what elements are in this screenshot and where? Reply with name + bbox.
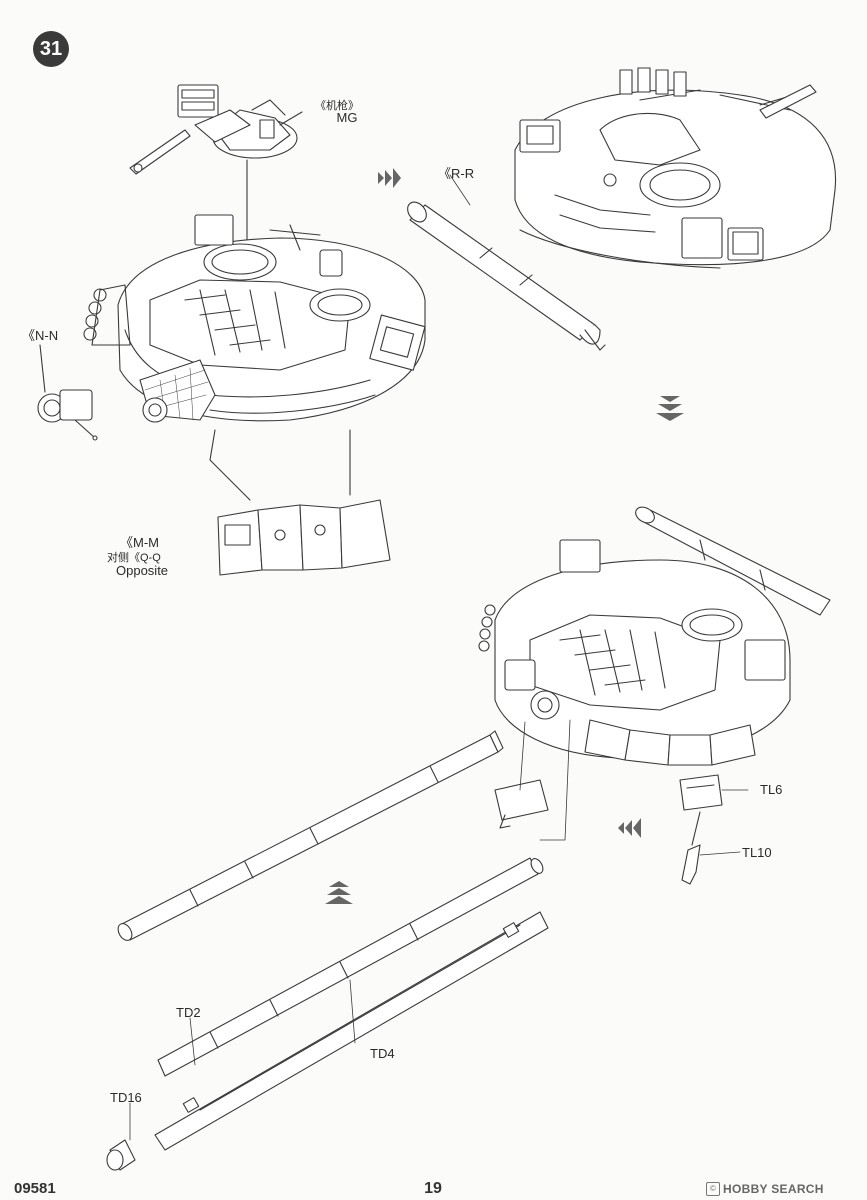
- label-td16: TD16: [110, 1090, 142, 1105]
- gun-barrel-td2: [157, 857, 544, 1077]
- turret-assembled-lower-right: [478, 506, 831, 766]
- label-qq: 对侧《Q-Q: [107, 552, 161, 564]
- label-rr: 《R-R: [438, 166, 475, 181]
- part-tl6: [679, 774, 723, 811]
- copyright-badge-icon: ©: [706, 1182, 720, 1196]
- label-tl10: TL10: [742, 845, 772, 860]
- part-tl10: [681, 844, 701, 885]
- watermark-brand: HOBBY SEARCH: [723, 1182, 824, 1196]
- page-number: 19: [424, 1180, 442, 1197]
- turret-body-upper-right: [514, 67, 837, 269]
- small-part-bracket: [494, 779, 549, 829]
- label-tl6: TL6: [760, 782, 783, 797]
- part-rr-tube: [407, 201, 606, 351]
- gun-barrel-assembled: [117, 730, 504, 941]
- label-nn: 《N-N: [22, 328, 59, 343]
- arrow-down-icon: [656, 396, 684, 421]
- label-mm: 《M-M: [120, 535, 159, 550]
- machine-gun-part: [129, 84, 298, 175]
- watermark: © HOBBY SEARCH: [706, 1182, 824, 1196]
- part-nn: [37, 389, 98, 441]
- label-mg-chinese: 《机枪》: [315, 100, 359, 112]
- product-code: 09581: [14, 1180, 56, 1197]
- arrow-right-icon: [378, 168, 401, 188]
- part-td16: [106, 1139, 136, 1171]
- turret-body-left: [83, 214, 426, 423]
- arrow-left-icon: [618, 818, 641, 838]
- part-mm-skirts: [217, 499, 391, 576]
- label-td4: TD4: [370, 1046, 395, 1061]
- label-mg: MG: [336, 110, 358, 125]
- gun-barrel-td4: [154, 911, 549, 1151]
- step-number-badge: 31: [33, 31, 69, 67]
- arrow-up-icon: [325, 881, 353, 904]
- label-td2: TD2: [176, 1005, 201, 1020]
- label-opposite: Opposite: [116, 563, 169, 578]
